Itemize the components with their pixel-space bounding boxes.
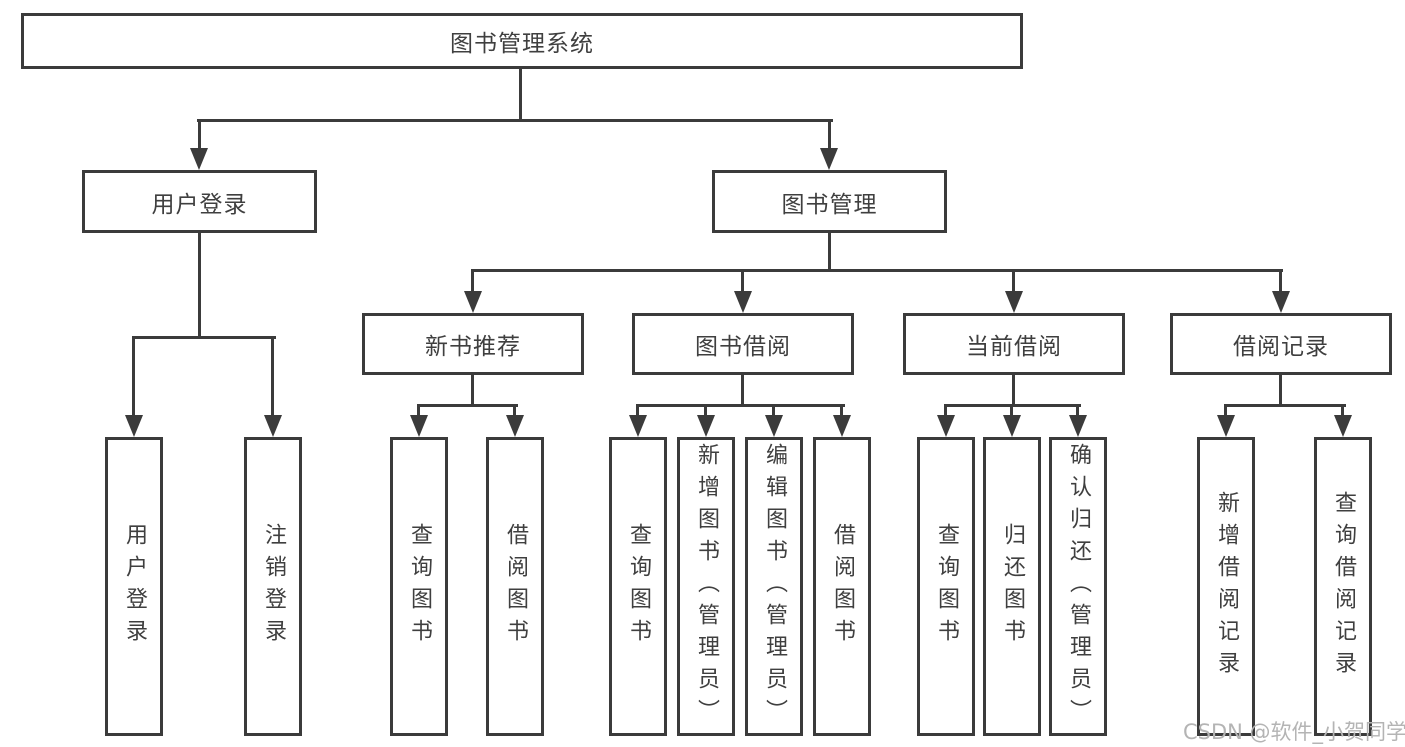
connector-newbook-stub xyxy=(471,269,474,295)
connector-borrowrecord-hbar xyxy=(1224,404,1346,407)
connector-leaf-login-stub xyxy=(132,336,135,417)
connector-borrowrecord-stub xyxy=(1279,269,1282,295)
connector-nb-leaf1-stub xyxy=(417,404,420,419)
connector-bb-leaf3-stub xyxy=(772,404,775,419)
arrow-to-cb-return xyxy=(1003,415,1021,437)
leaf-borrow-borrow-books: 借阅图书 xyxy=(813,437,871,736)
connector-userlogin-vline xyxy=(198,233,201,339)
connector-br-leaf1-stub xyxy=(1224,404,1227,419)
connector-bb-leaf1-stub xyxy=(636,404,639,419)
leaf-recommend-borrow-books: 借阅图书 xyxy=(486,437,544,736)
leaf-record-query-borrow-record: 查询借阅记录 xyxy=(1314,437,1372,736)
connector-newbook-hbar xyxy=(417,404,518,407)
connector-br-leaf2-stub xyxy=(1341,404,1344,419)
arrow-to-leaf-logout xyxy=(264,415,282,437)
leaf-current-confirm-return-admin: 确认归还（管理员） xyxy=(1049,437,1107,736)
connector-currentborrow-vline xyxy=(1012,375,1015,407)
leaf-user-login: 用户登录 xyxy=(105,437,163,736)
connector-newbook-vline xyxy=(471,375,474,407)
csdn-watermark: CSDN @软件_小贺同学 xyxy=(1183,720,1405,744)
connector-bookborrow-vline xyxy=(741,375,744,407)
arrow-to-bb-edit xyxy=(765,415,783,437)
connector-bookborrow-hbar xyxy=(636,404,845,407)
node-user-login: 用户登录 xyxy=(82,170,317,233)
connector-borrowrecord-vline xyxy=(1279,375,1282,407)
arrow-to-bookborrow xyxy=(734,291,752,313)
connector-bb-leaf4-stub xyxy=(840,404,843,419)
connector-userlogin-hbar xyxy=(132,336,276,339)
arrow-to-leaf-login xyxy=(125,415,143,437)
connector-book-mgmt-stub xyxy=(828,119,831,150)
arrow-to-bb-query xyxy=(629,415,647,437)
connector-bb-leaf2-stub xyxy=(704,404,707,419)
node-new-book-recommend: 新书推荐 xyxy=(362,313,584,375)
connector-user-login-stub xyxy=(198,119,201,150)
leaf-recommend-query-books: 查询图书 xyxy=(390,437,448,736)
connector-cb-leaf2-stub xyxy=(1010,404,1013,419)
leaf-logout: 注销登录 xyxy=(244,437,302,736)
leaf-current-query-books: 查询图书 xyxy=(917,437,975,736)
arrow-to-newbook xyxy=(464,291,482,313)
connector-bookmgmt-vline xyxy=(828,233,831,272)
connector-cb-leaf3-stub xyxy=(1076,404,1079,419)
arrow-to-nb-query xyxy=(410,415,428,437)
arrow-to-bb-add xyxy=(697,415,715,437)
arrow-to-user-login xyxy=(190,148,208,170)
node-book-management: 图书管理 xyxy=(712,170,947,233)
node-current-borrowing: 当前借阅 xyxy=(903,313,1125,375)
arrow-to-br-add xyxy=(1217,415,1235,437)
connector-cb-leaf1-stub xyxy=(944,404,947,419)
arrow-to-book-mgmt xyxy=(820,148,838,170)
arrow-to-currentborrow xyxy=(1005,291,1023,313)
arrow-to-nb-borrow xyxy=(506,415,524,437)
connector-bookborrow-stub xyxy=(741,269,744,295)
leaf-borrow-query-books: 查询图书 xyxy=(609,437,667,736)
arrow-to-cb-query xyxy=(937,415,955,437)
arrow-to-br-query xyxy=(1334,415,1352,437)
connector-root-vline xyxy=(519,69,522,121)
node-library-management-system: 图书管理系统 xyxy=(21,13,1023,69)
node-borrowing-records: 借阅记录 xyxy=(1170,313,1392,375)
connector-nb-leaf2-stub xyxy=(513,404,516,419)
connector-root-hbar xyxy=(197,119,833,122)
arrow-to-borrowrecord xyxy=(1272,291,1290,313)
connector-currentborrow-stub xyxy=(1012,269,1015,295)
leaf-record-add-borrow-record: 新增借阅记录 xyxy=(1197,437,1255,736)
node-book-borrowing: 图书借阅 xyxy=(632,313,854,375)
arrow-to-bb-borrow xyxy=(833,415,851,437)
connector-leaf-logout-stub xyxy=(271,336,274,417)
leaf-current-return-books: 归还图书 xyxy=(983,437,1041,736)
leaf-borrow-edit-books-admin: 编辑图书（管理员） xyxy=(745,437,803,736)
leaf-borrow-add-books-admin: 新增图书（管理员） xyxy=(677,437,735,736)
connector-bookmgmt-hbar xyxy=(471,269,1283,272)
arrow-to-cb-confirm xyxy=(1069,415,1087,437)
